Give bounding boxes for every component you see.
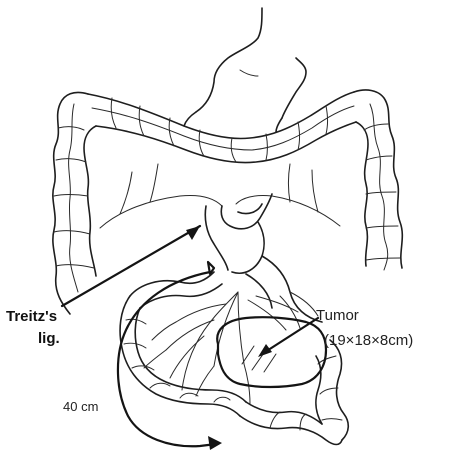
distance-arrow-curve	[118, 272, 216, 446]
duodenojejunal-flexure	[205, 194, 272, 274]
distance-arrowhead	[208, 436, 222, 450]
treitz-arrowhead	[186, 226, 200, 240]
treitz-label-line2: lig.	[38, 330, 60, 347]
mesenteric-vessels	[144, 292, 318, 404]
annotation-arrows	[62, 226, 318, 450]
ascending-colon	[53, 92, 96, 314]
descending-colon	[354, 90, 402, 270]
stomach	[184, 8, 306, 132]
tumor-arrowhead	[258, 344, 272, 357]
tumor-label: Tumor	[316, 307, 359, 324]
tumor-size-label: (19×18×8cm)	[324, 332, 413, 349]
tumor-leader-line	[262, 318, 318, 354]
jejunum-loops	[120, 256, 348, 445]
colic-vessels	[100, 164, 340, 228]
distance-label: 40 cm	[63, 399, 98, 414]
transverse-colon	[88, 92, 356, 163]
treitz-label-line1: Treitz's	[6, 308, 57, 325]
